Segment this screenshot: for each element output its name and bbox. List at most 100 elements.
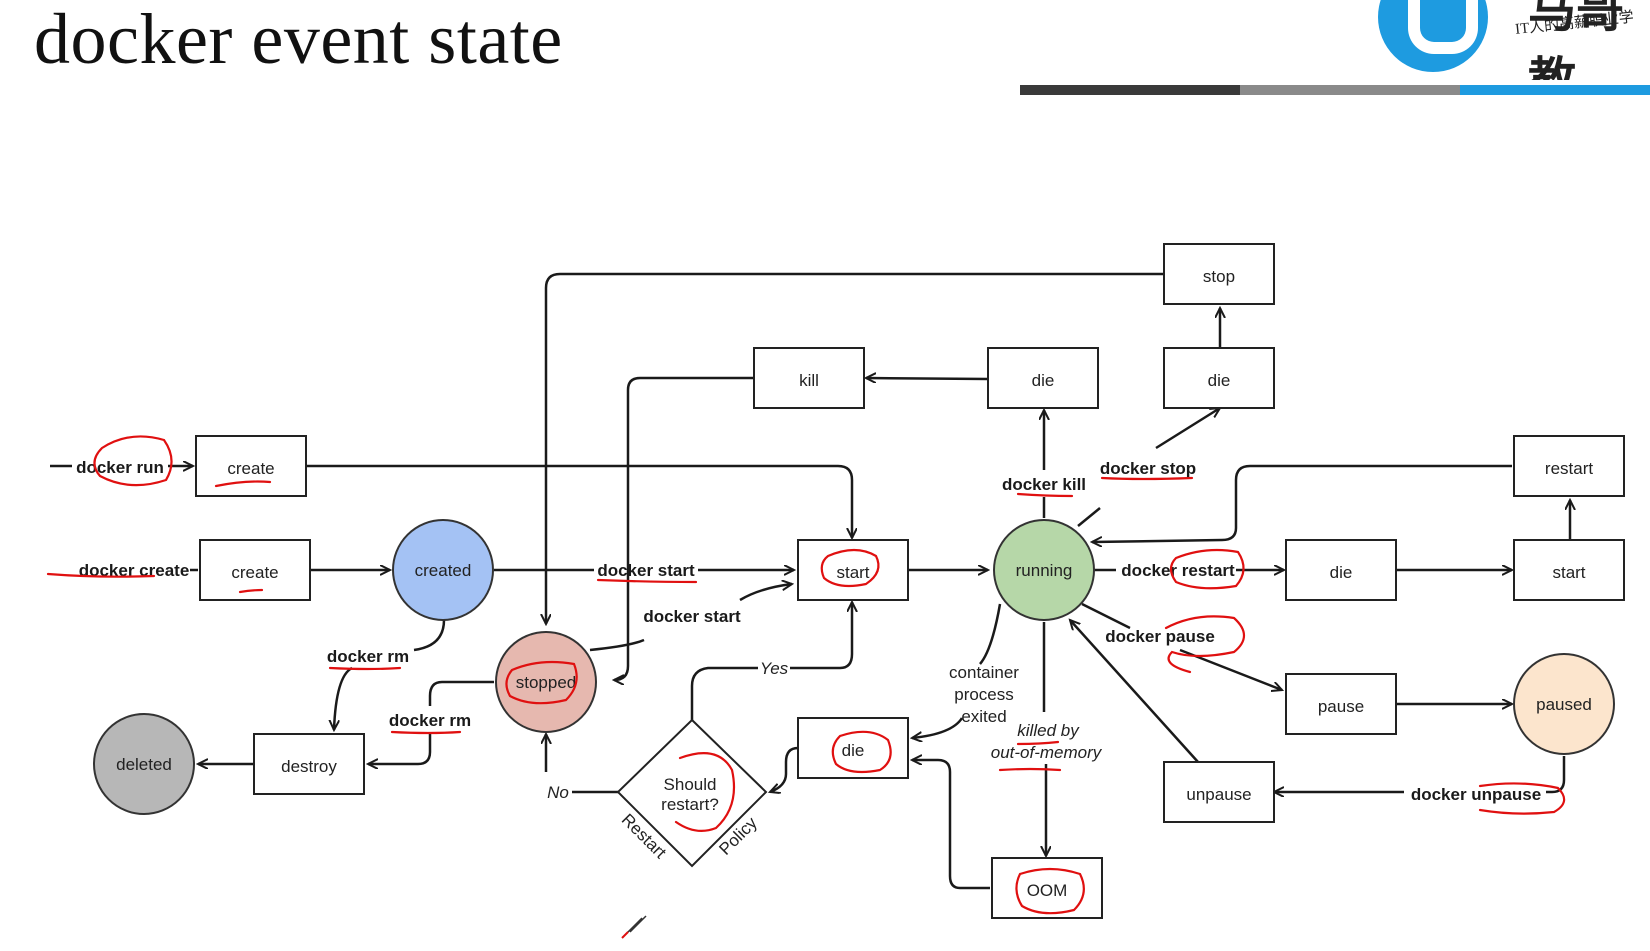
label-container-exited-1: container xyxy=(949,663,1019,682)
event-die-kill: die xyxy=(987,347,1099,409)
event-label: OOM xyxy=(1027,881,1068,900)
slide-title: docker event state xyxy=(34,0,563,79)
event-box xyxy=(1513,539,1625,601)
event-label: stop xyxy=(1203,267,1235,286)
edge-stop-stopped xyxy=(546,272,1164,624)
decision-line-1: Should xyxy=(664,775,717,794)
state-circle xyxy=(1513,653,1615,755)
event-label: start xyxy=(836,563,869,582)
event-label: die xyxy=(1032,371,1055,390)
header-bar-gray xyxy=(1240,85,1460,95)
edge-created-destroy xyxy=(334,619,446,730)
ink-circle-start xyxy=(820,548,880,588)
label-out-of-memory: out-of-memory xyxy=(991,743,1103,762)
ink-circle-stopped xyxy=(505,660,578,705)
ink-circle-pause xyxy=(1164,615,1246,674)
event-label: die xyxy=(842,741,865,760)
command-labels: docker run docker create docker start do… xyxy=(76,458,1541,804)
label-docker-start-main: docker start xyxy=(597,561,695,580)
event-die-oom: die xyxy=(797,717,909,779)
label-docker-create: docker create xyxy=(79,561,190,580)
event-create-top: create xyxy=(195,435,307,497)
event-box xyxy=(195,435,307,497)
decision-line-2: restart? xyxy=(661,795,719,814)
state-circle xyxy=(495,631,597,733)
ink-underline-docker-rm-stopped xyxy=(390,730,462,735)
ink-underline-docker-start xyxy=(596,578,698,584)
state-label: paused xyxy=(1536,695,1592,714)
edge-running-pause xyxy=(1081,602,1282,690)
state-label: created xyxy=(415,561,472,580)
event-box xyxy=(753,347,865,409)
pen-cursor-icon xyxy=(625,915,647,935)
header-bar-blue xyxy=(1460,85,1650,95)
label-killed-by: killed by xyxy=(1017,721,1080,740)
event-die-restart: die xyxy=(1285,539,1397,601)
event-label: die xyxy=(1208,371,1231,390)
label-container-exited-3: exited xyxy=(961,707,1006,726)
edge-paused-unpause xyxy=(1274,756,1566,792)
ink-underline-create-top xyxy=(214,480,272,488)
event-boxes: create create start kill die die stop r xyxy=(195,243,1625,919)
state-deleted: deleted xyxy=(93,713,195,815)
event-box xyxy=(1285,539,1397,601)
event-stop: stop xyxy=(1163,243,1275,305)
decision-diamond xyxy=(616,718,768,868)
state-circle xyxy=(993,519,1095,621)
edge-running-oom xyxy=(1044,622,1046,856)
edge-stopped-destroy xyxy=(368,680,494,764)
event-box xyxy=(1285,673,1397,735)
event-kill: kill xyxy=(753,347,865,409)
state-nodes: created stopped running paused deleted xyxy=(93,519,1615,815)
edge-die-decision xyxy=(770,746,799,792)
event-box xyxy=(1163,761,1275,823)
decision-should-restart: Should restart? Restart Policy xyxy=(616,718,768,868)
event-box xyxy=(1163,243,1275,305)
edge-kill-stopped xyxy=(614,376,754,680)
event-start-restart: start xyxy=(1513,539,1625,601)
logo-mark-inner xyxy=(1408,0,1478,54)
state-label: running xyxy=(1016,561,1073,580)
state-stopped: stopped xyxy=(495,631,597,733)
edge-decision-no xyxy=(546,734,620,794)
ink-circle-docker-run xyxy=(93,435,173,487)
label-docker-pause: docker pause xyxy=(1105,627,1215,646)
label-docker-start-stopped: docker start xyxy=(643,607,741,626)
event-label: destroy xyxy=(281,757,337,776)
event-unpause: unpause xyxy=(1163,761,1275,823)
event-label: create xyxy=(231,563,278,582)
ink-underline-docker-create xyxy=(46,572,156,578)
edge-oom-die xyxy=(912,760,990,890)
ink-underline-out-of-memory xyxy=(998,767,1062,772)
label-docker-rm-created: docker rm xyxy=(327,647,409,666)
event-box xyxy=(253,733,365,795)
event-label: unpause xyxy=(1186,785,1251,804)
state-circle xyxy=(93,713,195,815)
ink-circle-oom xyxy=(1015,867,1085,915)
event-label: kill xyxy=(799,371,819,390)
event-box xyxy=(1163,347,1275,409)
edges xyxy=(50,272,1570,890)
ink-circle-should-restart xyxy=(674,752,736,833)
event-label: die xyxy=(1330,563,1353,582)
event-box xyxy=(1513,435,1625,497)
label-docker-restart: docker restart xyxy=(1121,561,1235,580)
ink-underline-docker-kill xyxy=(1016,492,1074,498)
pen-cursor-tip xyxy=(621,931,629,939)
ink-underline-killed xyxy=(1016,740,1060,746)
ink-circle-unpause xyxy=(1478,782,1566,815)
event-label: start xyxy=(1552,563,1585,582)
label-yes: Yes xyxy=(760,659,789,678)
presenter-ink-marks xyxy=(46,435,1566,939)
edge-running-die-stop xyxy=(1077,408,1220,527)
label-container-exited-2: process xyxy=(954,685,1014,704)
ink-underline-create-mid xyxy=(238,588,264,594)
event-die-stop: die xyxy=(1163,347,1275,409)
ink-circle-die xyxy=(831,730,892,774)
label-docker-kill: docker kill xyxy=(1002,475,1086,494)
event-restart: restart xyxy=(1513,435,1625,497)
state-label: stopped xyxy=(516,673,577,692)
edge-running-die-exited xyxy=(912,603,1002,738)
event-label: pause xyxy=(1318,697,1364,716)
